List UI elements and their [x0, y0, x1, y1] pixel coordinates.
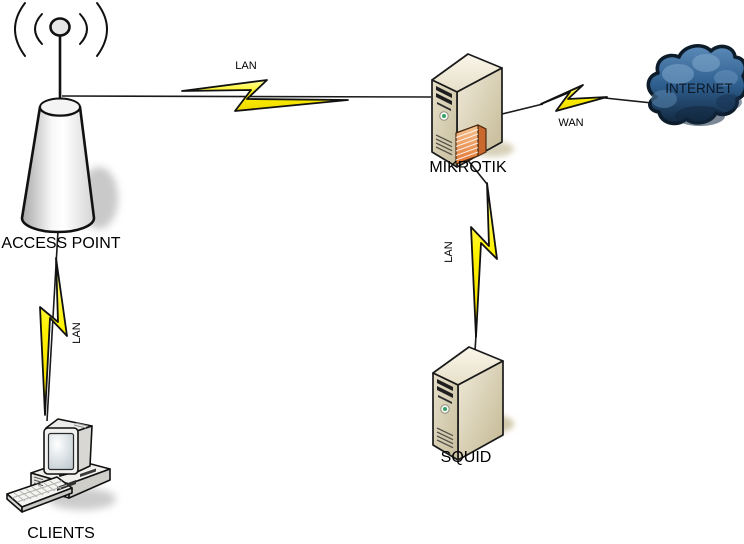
keyboard-edge-front	[21, 487, 73, 513]
lightning-bolt-icon	[181, 79, 349, 112]
mikrotik-node: MIKROTIK	[429, 53, 507, 176]
antenna-tip-icon	[49, 17, 71, 37]
squid-node: SQUID	[432, 346, 504, 466]
squid-label: SQUID	[441, 449, 492, 466]
monitor-screen	[47, 432, 75, 471]
link-label-lan-top: LAN	[235, 60, 256, 72]
lightning-bolt-icon	[39, 257, 68, 416]
cone-top-rim	[39, 97, 81, 117]
line-mikrotik-wan	[501, 103, 544, 115]
internet-label: INTERNET	[665, 81, 733, 96]
lightning-bolt-icon	[470, 182, 498, 338]
link-lines	[46, 95, 653, 422]
cloud-puff-highlights	[651, 54, 742, 126]
clients-node: CLIENTS	[6, 418, 111, 542]
access-point-label: ACCESS POINT	[1, 235, 120, 252]
server-icon	[432, 346, 504, 461]
link-label-wan: WAN	[558, 117, 583, 129]
clients-label: CLIENTS	[27, 525, 95, 542]
access-point-node: ACCESS POINT	[1, 2, 121, 252]
keyboard-keys	[11, 480, 68, 503]
lightning-bolt-icon	[540, 84, 608, 112]
firewall-mortar-lines	[455, 129, 479, 161]
line-mikrotik-squid-a	[465, 157, 488, 185]
monitor-side	[76, 425, 93, 473]
mikrotik-label: MIKROTIK	[429, 159, 507, 176]
link-label-lan-middle: LAN	[443, 241, 455, 262]
line-wan-internet	[604, 97, 653, 104]
wifi-waves-icon	[14, 2, 108, 57]
internet-cloud-node: INTERNET	[646, 43, 744, 126]
link-label-lan-left: LAN	[71, 322, 83, 343]
cone-body-icon	[20, 105, 96, 234]
